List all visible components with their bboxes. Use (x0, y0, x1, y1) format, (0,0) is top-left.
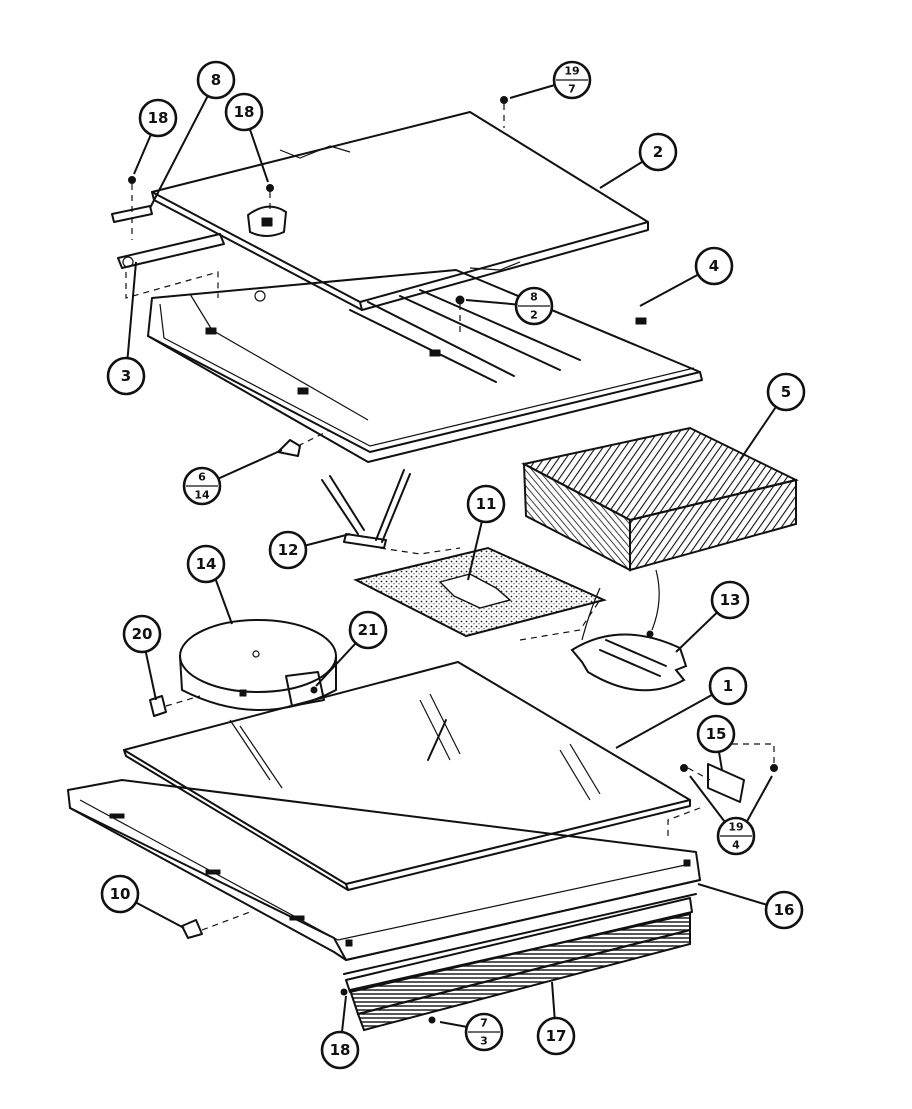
svg-text:20: 20 (132, 625, 153, 643)
svg-text:4: 4 (732, 839, 740, 852)
callout-3: 3 (106, 356, 146, 396)
svg-text:21: 21 (358, 621, 379, 639)
clip-part (277, 429, 331, 457)
svg-text:1: 1 (723, 677, 733, 695)
fraction-callout-7-3: 7 3 (464, 1012, 504, 1052)
callout-2: 2 (638, 132, 678, 172)
fraction-callout-19-7: 19 7 (552, 60, 592, 100)
svg-text:4: 4 (709, 257, 719, 275)
svg-text:7: 7 (568, 83, 576, 96)
door-frame (67, 779, 701, 975)
svg-text:7: 7 (480, 1017, 488, 1030)
callout-18-center: 18 (224, 92, 264, 132)
insulation-block (521, 426, 799, 572)
front-grille (340, 897, 693, 1032)
svg-text:14: 14 (194, 489, 210, 502)
motor-housing (179, 619, 337, 711)
svg-text:11: 11 (476, 495, 497, 513)
callout-21: 21 (348, 610, 388, 650)
callout-13: 13 (710, 580, 750, 620)
svg-text:19: 19 (728, 821, 743, 834)
callout-1: 1 (708, 666, 748, 706)
callout-15: 15 (696, 714, 736, 754)
svg-text:18: 18 (330, 1041, 351, 1059)
callout-18-bottom: 18 (320, 1030, 360, 1070)
fraction-callout-19-4: 19 4 (716, 816, 756, 856)
svg-text:15: 15 (706, 725, 727, 743)
glass-panel (123, 661, 691, 891)
svg-text:18: 18 (148, 109, 169, 127)
callout-11: 11 (466, 484, 506, 524)
svg-text:2: 2 (530, 309, 538, 322)
svg-text:12: 12 (278, 541, 299, 559)
svg-text:6: 6 (198, 471, 206, 484)
left-hinge-parts (111, 176, 225, 299)
fraction-callout-8-2: 8 2 (514, 286, 554, 326)
svg-text:8: 8 (211, 71, 221, 89)
callout-20: 20 (122, 614, 162, 654)
svg-text:19: 19 (564, 65, 579, 78)
callout-16: 16 (764, 890, 804, 930)
fraction-callout-6-14: 6 14 (182, 466, 222, 506)
hinge-bracket-right (667, 743, 778, 836)
svg-text:8: 8 (530, 291, 538, 304)
center-bracket (247, 184, 287, 237)
svg-text:18: 18 (234, 103, 255, 121)
svg-text:2: 2 (653, 143, 663, 161)
svg-text:13: 13 (720, 591, 741, 609)
callout-4: 4 (694, 246, 734, 286)
top-cover-panel (151, 96, 649, 311)
svg-text:3: 3 (480, 1035, 488, 1048)
filter-pad (353, 546, 608, 641)
svg-text:10: 10 (110, 885, 131, 903)
callout-8: 8 (196, 60, 236, 100)
svg-text:14: 14 (196, 555, 217, 573)
callout-12: 12 (268, 530, 308, 570)
callout-18-left: 18 (138, 98, 178, 138)
frame-tray (147, 269, 703, 463)
stand-legs (321, 469, 461, 555)
svg-text:3: 3 (121, 367, 131, 385)
svg-text:16: 16 (774, 901, 795, 919)
callout-5: 5 (766, 372, 806, 412)
svg-text:17: 17 (546, 1027, 567, 1045)
callout-10: 10 (100, 874, 140, 914)
small-bracket (149, 695, 201, 717)
heating-element (570, 569, 688, 692)
callout-14: 14 (186, 544, 226, 584)
svg-text:5: 5 (781, 383, 791, 401)
lower-left-clip (181, 911, 251, 939)
callout-17: 17 (536, 1016, 576, 1056)
